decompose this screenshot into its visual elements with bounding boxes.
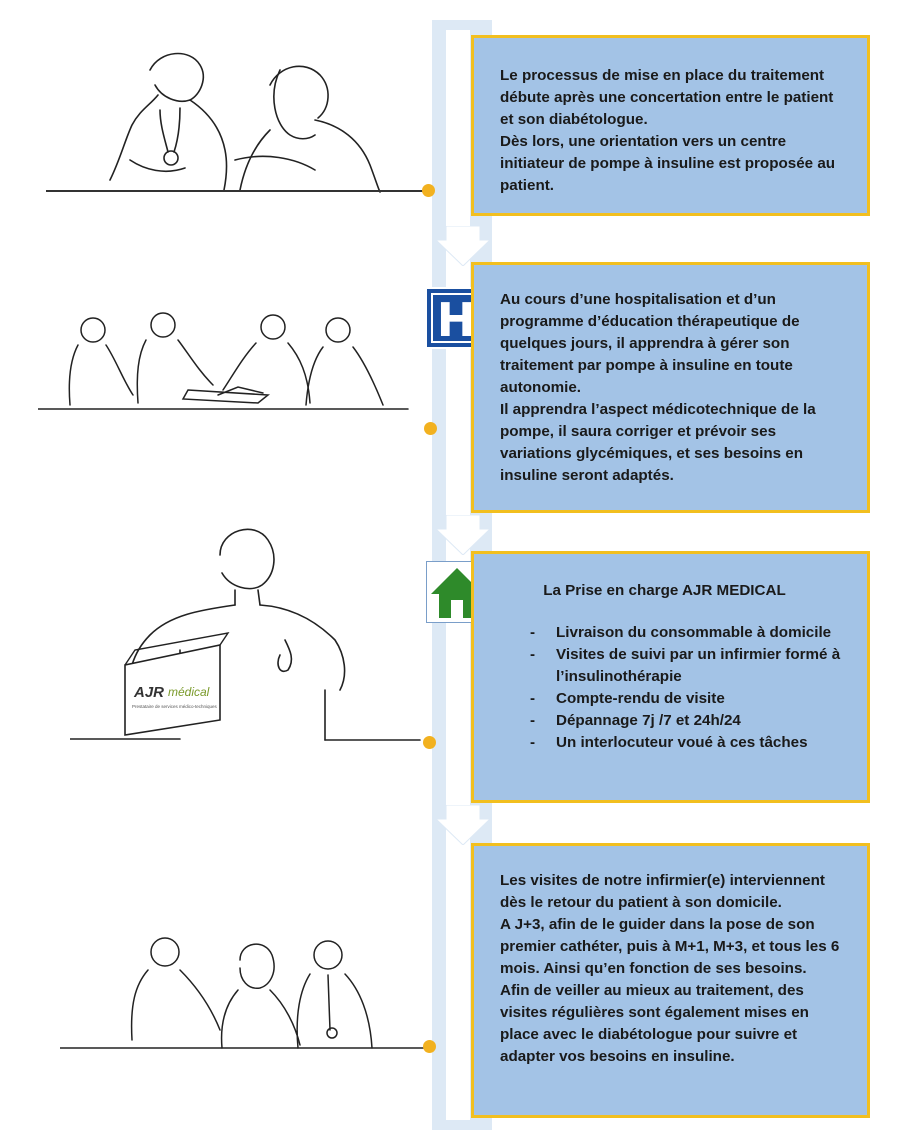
step-2-paragraph-2: Il apprendra l’aspect médicotechnique de… [500,401,816,484]
ajr-medical-box: AJR médical Prestataire de services médi… [124,632,230,736]
step-2-paragraph-1: Au cours d’une hospitalisation et d’un p… [500,291,800,396]
timeline-arrow-2 [436,515,490,555]
logo-tagline: Prestataire de services médico-technique… [132,704,218,709]
step-3-timeline-dot [423,736,436,749]
step-4-paragraph-2: A J+3, afin de le guider dans la pose de… [500,916,840,977]
hospital-h-letter: H [431,293,481,345]
step-1-connector-line [46,190,424,192]
illustration-consultation [109,52,381,193]
step-3-title: La Prise en charge AJR MEDICAL [543,582,786,599]
step-1-timeline-dot [422,184,435,197]
step-4-card: Les visites de notre infirmier(e) interv… [471,843,870,1118]
list-item: Livraison du consommable à domicile [500,622,849,644]
step-3-card: La Prise en charge AJR MEDICAL Livraison… [471,551,870,803]
step-3-list: Livraison du consommable à domicile Visi… [500,622,849,754]
step-2-timeline-dot [424,422,437,435]
step-1-paragraph-1: Le processus de mise en place du traitem… [500,67,834,128]
step-2-card: Au cours d’une hospitalisation et d’un p… [471,262,870,513]
illustration-meeting [38,312,409,410]
step-4-paragraph-1: Les visites de notre infirmier(e) interv… [500,872,825,911]
timeline-arrow-3 [436,805,490,845]
step-4-timeline-dot [423,1040,436,1053]
list-item: Visites de suivi par un infirmier formé … [500,644,849,688]
list-item: Compte-rendu de visite [500,688,849,710]
illustration-team [60,937,426,1049]
list-item: Dépannage 7j /7 et 24h/24 [500,710,849,732]
logo-ajr-text: AJR [133,684,164,701]
illustration-delivery-person: AJR médical Prestataire de services médi… [70,528,421,741]
step-4-paragraph-3: Afin de veiller au mieux au traitement, … [500,982,809,1065]
list-item: Un interlocuteur voué à ces tâches [500,732,849,754]
step-1-paragraph-2: Dès lors, une orientation vers un centre… [500,133,836,194]
logo-medical-text: médical [168,685,210,699]
home-icon-glyph [431,568,483,618]
timeline-arrow-1 [436,226,490,266]
step-1-card: Le processus de mise en place du traitem… [471,35,870,216]
